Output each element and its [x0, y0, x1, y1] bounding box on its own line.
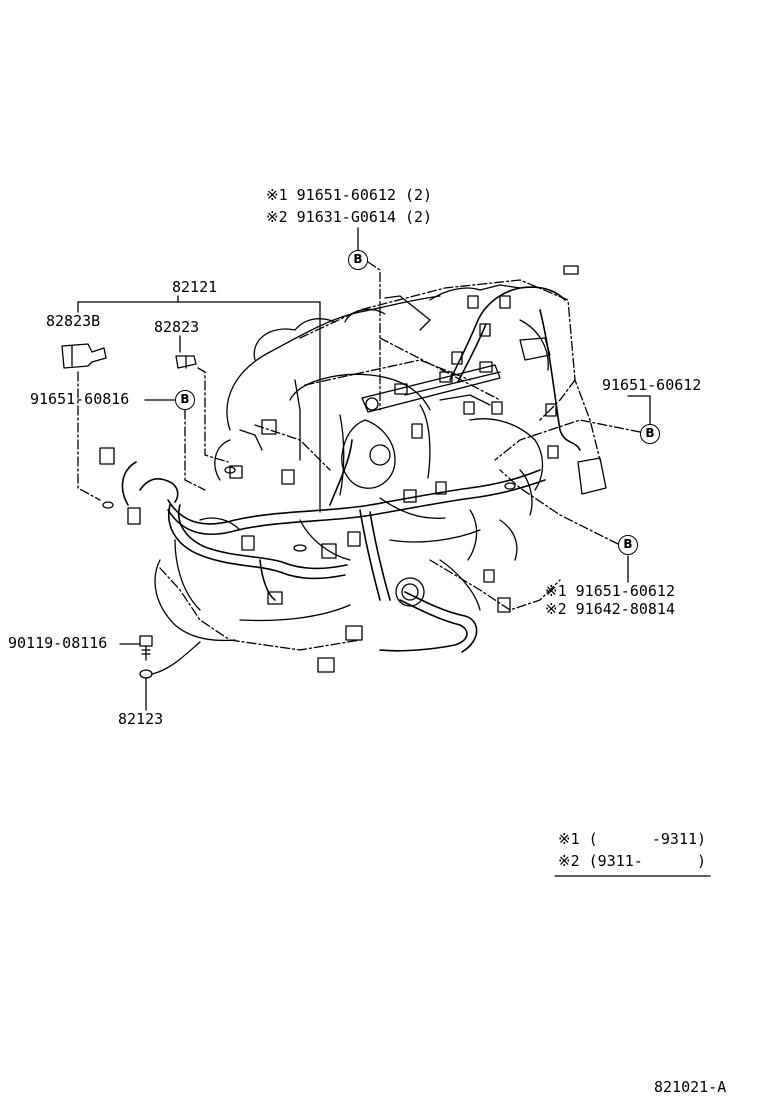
marker-b-right: B [640, 424, 660, 444]
part-82823-label: 82823 [154, 318, 200, 336]
engine-block [154, 284, 549, 642]
part-90119-08116-label: 90119-08116 [8, 634, 108, 652]
legend-row-1: ※1 ( -9311) [558, 830, 707, 848]
note2-top-label: ※2 91631-G0614 (2) [266, 208, 433, 226]
part-82823B-sensor [61, 343, 107, 369]
legend-row-2: ※2 (9311- ) [558, 852, 707, 870]
part-82823B-label: 82823B [46, 312, 101, 330]
marker-b-top: B [348, 250, 368, 270]
note1-top-label: ※1 91651-60612 (2) [266, 186, 433, 204]
wire-harness [121, 286, 581, 653]
marker-b-left: B [175, 390, 195, 410]
part-82123-clamp [139, 641, 201, 679]
part-90119-bolt [139, 635, 153, 661]
part-91651-60612-right-label: 91651-60612 [602, 376, 702, 394]
leader-lines [77, 227, 711, 877]
part-82823-clip [175, 355, 197, 369]
part-91651-60816-label: 91651-60816 [30, 390, 130, 408]
dash-connection-lines [77, 261, 641, 651]
part-82123-label: 82123 [118, 710, 164, 728]
note1-bottom-label: ※1 91651-60612 [545, 582, 675, 600]
note2-bottom-label: ※2 91642-80814 [545, 600, 675, 618]
connectors [99, 265, 607, 673]
diagram-code: 821021-A [654, 1078, 727, 1096]
part-82121-label: 82121 [172, 278, 218, 296]
marker-b-bottom: B [618, 535, 638, 555]
fuel-rail [361, 361, 501, 413]
